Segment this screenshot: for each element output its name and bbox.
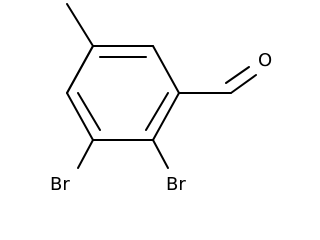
aldehyde-carbonyl-bond-outer [230, 74, 257, 94]
ring-bond-lower-right [152, 92, 180, 141]
bromine-left-bond [77, 139, 94, 169]
aldehyde-carbonyl-bond-inner [225, 66, 250, 84]
ring-double-bond-left-inner [77, 92, 101, 131]
ring-bond-top [66, 45, 94, 94]
chemical-structure-diagram: O Br Br [50, 3, 272, 195]
ring-double-bond-right-inner [145, 92, 169, 131]
ethyl-terminal-bond [66, 3, 94, 47]
bromine-right-bond [152, 139, 169, 169]
bromine-right-label: Br [166, 174, 186, 195]
ring-bond-right [152, 45, 180, 94]
bromine-left-label: Br [50, 174, 70, 195]
oxygen-label: O [258, 50, 272, 71]
ring-bond-left [66, 92, 94, 141]
